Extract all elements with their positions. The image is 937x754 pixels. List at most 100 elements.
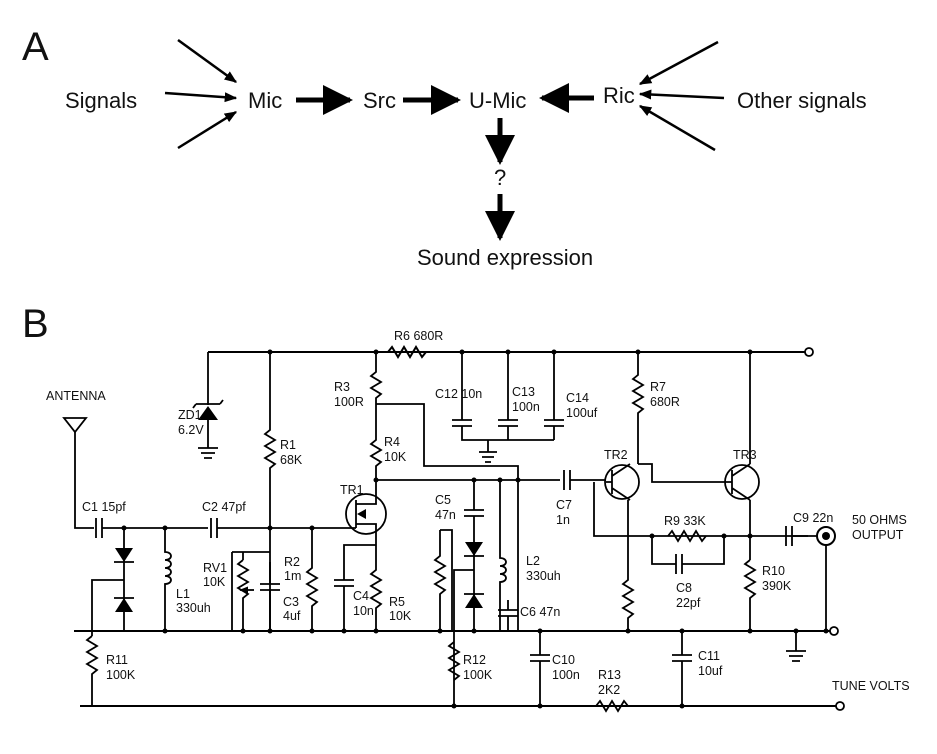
label-r10-val: 390K bbox=[762, 579, 792, 593]
label-tr3: TR3 bbox=[733, 448, 757, 462]
c5-capacitor bbox=[464, 480, 484, 535]
r3-r4-resistors bbox=[369, 352, 383, 480]
label-c4-val: 10n bbox=[353, 604, 374, 618]
c2-capacitor bbox=[210, 518, 218, 538]
label-c14: C14 bbox=[566, 391, 589, 405]
label-zd1: ZD1 bbox=[178, 408, 202, 422]
input-arrow bbox=[177, 110, 238, 150]
rv1-wire bbox=[231, 551, 270, 631]
label-c7-val: 1n bbox=[556, 513, 570, 527]
output-jack-center bbox=[822, 532, 830, 540]
antenna-icon bbox=[62, 417, 88, 434]
label-r12: R12 bbox=[463, 653, 486, 667]
label-tr2: TR2 bbox=[604, 448, 628, 462]
label-c9: C9 22n bbox=[793, 511, 833, 525]
c10-capacitor bbox=[530, 631, 550, 706]
tr2-transistor bbox=[604, 464, 640, 500]
varicap-diode-1 bbox=[115, 548, 133, 562]
r10-resistor bbox=[743, 559, 757, 631]
terminal-top bbox=[804, 347, 814, 357]
label-r4-val: 10K bbox=[384, 450, 407, 464]
label-c2: C2 47pf bbox=[202, 500, 246, 514]
node-other-signals: Other signals bbox=[737, 88, 867, 113]
label-r5-val: 10K bbox=[389, 609, 412, 623]
varicap-diode-3 bbox=[465, 542, 483, 556]
input-arrow bbox=[177, 38, 238, 84]
label-r1: R1 bbox=[280, 438, 296, 452]
tr2-leads bbox=[606, 463, 631, 501]
label-c10: C10 bbox=[552, 653, 575, 667]
label-l1: L1 bbox=[176, 587, 190, 601]
label-c13-val: 100n bbox=[512, 400, 540, 414]
label-c13: C13 bbox=[512, 385, 535, 399]
label-r4: R4 bbox=[384, 435, 400, 449]
node-sound-expression: Sound expression bbox=[417, 245, 593, 270]
label-r6: R6 680R bbox=[394, 329, 443, 343]
node-umic: U-Mic bbox=[469, 88, 526, 113]
l1-inductor bbox=[164, 528, 172, 631]
label-r3-val: 100R bbox=[334, 395, 364, 409]
label-antenna: ANTENNA bbox=[46, 389, 106, 403]
label-r11: R11 bbox=[106, 653, 128, 667]
ground-icon bbox=[198, 420, 218, 459]
l2-inductor bbox=[499, 480, 507, 630]
label-output2: OUTPUT bbox=[852, 528, 904, 542]
label-tune: TUNE VOLTS bbox=[832, 679, 910, 693]
c4-capacitor bbox=[334, 544, 376, 631]
label-l2: L2 bbox=[526, 554, 540, 568]
label-c1: C1 15pf bbox=[82, 500, 126, 514]
ground-icon bbox=[479, 440, 497, 463]
junction-dots bbox=[121, 349, 829, 709]
tr2-emitter-resistor bbox=[621, 500, 635, 631]
label-r9: R9 33K bbox=[664, 514, 706, 528]
tr3-leads bbox=[724, 352, 751, 560]
label-zd1-val: 6.2V bbox=[178, 423, 204, 437]
label-c5-val: 47n bbox=[435, 508, 456, 522]
feedback-line bbox=[593, 482, 808, 537]
label-l2-val: 330uh bbox=[526, 569, 561, 583]
tr1-leads bbox=[350, 480, 377, 545]
r2-resistor bbox=[305, 528, 319, 631]
node-src: Src bbox=[363, 88, 396, 113]
label-r3: R3 bbox=[334, 380, 350, 394]
label-r7: R7 bbox=[650, 380, 666, 394]
label-c10-val: 100n bbox=[552, 668, 580, 682]
label-c4: C4 bbox=[353, 589, 369, 603]
label-r5: R5 bbox=[389, 595, 405, 609]
label-c8-val: 22pf bbox=[676, 596, 701, 610]
varicap-diode-4 bbox=[465, 594, 483, 608]
panel-a-label: A bbox=[22, 25, 49, 69]
r12-resistor bbox=[447, 641, 461, 681]
c3-capacitor bbox=[260, 562, 280, 631]
antenna-wire bbox=[74, 432, 94, 529]
label-output: 50 OHMS bbox=[852, 513, 907, 527]
zd1-diode bbox=[198, 406, 218, 420]
bias-resistor bbox=[433, 529, 453, 630]
node-ric: Ric bbox=[603, 83, 635, 108]
label-r13: R13 bbox=[598, 668, 621, 682]
input-arrow bbox=[164, 91, 238, 103]
r13-resistor bbox=[595, 699, 629, 713]
c9-capacitor bbox=[785, 526, 818, 546]
r5-resistor bbox=[369, 545, 383, 631]
r11-wire bbox=[91, 579, 124, 636]
varicap-diode-2 bbox=[115, 598, 133, 612]
label-c8: C8 bbox=[676, 581, 692, 595]
node-question: ? bbox=[494, 165, 506, 190]
c14-capacitor bbox=[544, 352, 564, 440]
label-c7: C7 bbox=[556, 498, 572, 512]
r1-resistor bbox=[263, 352, 277, 631]
label-c14-val: 100uf bbox=[566, 406, 598, 420]
label-c11-val: 10uf bbox=[698, 664, 723, 678]
label-r7-val: 680R bbox=[650, 395, 680, 409]
r6-resistor bbox=[387, 345, 427, 359]
label-c3-val: 4uf bbox=[283, 609, 301, 623]
c11-capacitor bbox=[672, 631, 692, 706]
label-r13-val: 2K2 bbox=[598, 683, 620, 697]
c12-capacitor bbox=[452, 352, 554, 441]
c1-capacitor bbox=[95, 518, 103, 538]
label-c12: C12 10n bbox=[435, 387, 482, 401]
label-rv1: RV1 bbox=[203, 561, 227, 575]
c13-capacitor bbox=[498, 352, 518, 440]
